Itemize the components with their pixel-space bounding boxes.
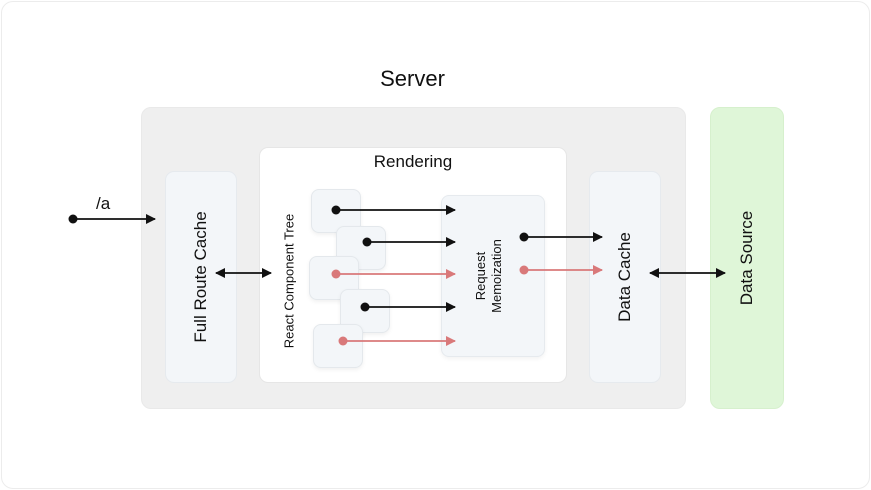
- server-title: Server: [380, 66, 445, 91]
- memoized-fetch-arrow-1: [331, 269, 456, 279]
- data-source-box: [710, 107, 784, 409]
- memo-to-data-cache-arrow: [519, 232, 603, 242]
- request-memoization-box: [441, 195, 545, 357]
- component-node: [313, 324, 363, 368]
- fetch-arrow-3: [360, 302, 456, 312]
- fetch-arrow-2: [362, 237, 456, 247]
- rendering-title: Rendering: [373, 152, 453, 171]
- route-request-arrow: [68, 214, 156, 224]
- memo-to-data-cache-memoized-arrow: [519, 265, 603, 275]
- route-label: /a: [96, 194, 111, 213]
- fetch-arrow-1: [331, 205, 456, 215]
- memoized-fetch-arrow-2: [338, 336, 456, 346]
